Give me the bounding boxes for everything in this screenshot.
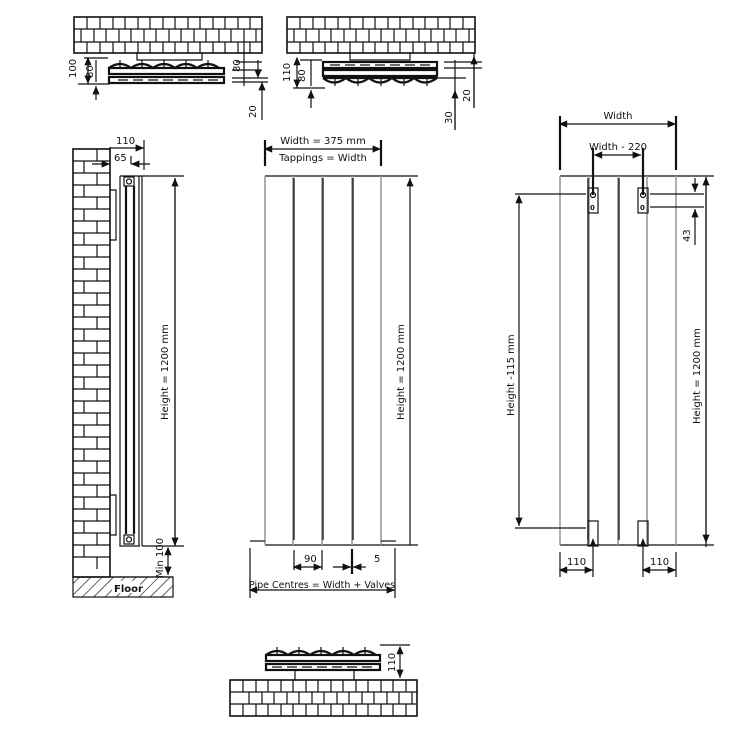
bottom-plan-view: 110 — [229, 644, 418, 717]
svg-text:0: 0 — [590, 204, 595, 212]
dim-90: 90 — [304, 554, 317, 565]
dim-80-right: 80 — [232, 59, 243, 72]
dim-100: 100 — [68, 59, 79, 78]
dim-80-left: 80 — [85, 65, 96, 78]
front-height-label: Height = 1200 mm — [396, 324, 407, 420]
dim-30-top-right: 30 — [444, 111, 455, 124]
dim-110-side: 110 — [116, 136, 135, 147]
dim-5: 5 — [374, 554, 380, 565]
dim-65-side: 65 — [114, 153, 127, 164]
bracket-centres-label: Width - 220 — [589, 142, 647, 153]
dim-80-top-right: 80 — [297, 69, 308, 82]
svg-text:0: 0 — [640, 204, 645, 212]
top-right-plan-view: 110 80 20 30 — [282, 16, 482, 130]
floor-label: Floor — [114, 584, 143, 595]
dim-110-rear-right: 110 — [650, 557, 669, 568]
side-height-label: Height = 1200 mm — [160, 324, 171, 420]
rear-view: Width Width - 220 0 0 Height -115 mm — [506, 111, 714, 577]
pipe-centres-label: Pipe Centres = Width + Valves — [249, 580, 395, 591]
dim-110-top: 110 — [282, 63, 293, 82]
dim-20-left-plan: 20 — [248, 105, 259, 118]
dim-43: 43 — [682, 229, 693, 242]
front-view: Width = 375 mm Tappings = Width Height =… — [248, 136, 418, 598]
front-width-label: Width = 375 mm — [280, 136, 366, 147]
side-view: Floor 110 65 Hei — [72, 136, 184, 598]
top-left-plan-view: 100 80 80 20 — [68, 16, 268, 120]
dim-20-top-right: 20 — [462, 89, 473, 102]
min-100-label: Min 100 — [155, 538, 166, 578]
bracket-height-label: Height -115 mm — [506, 334, 517, 416]
tappings-label: Tappings = Width — [278, 153, 367, 164]
rear-height-label: Height = 1200 mm — [692, 328, 703, 424]
dim-110-rear-left: 110 — [567, 557, 586, 568]
dim-110-bottom: 110 — [387, 653, 398, 672]
rear-width-label: Width — [603, 111, 632, 122]
